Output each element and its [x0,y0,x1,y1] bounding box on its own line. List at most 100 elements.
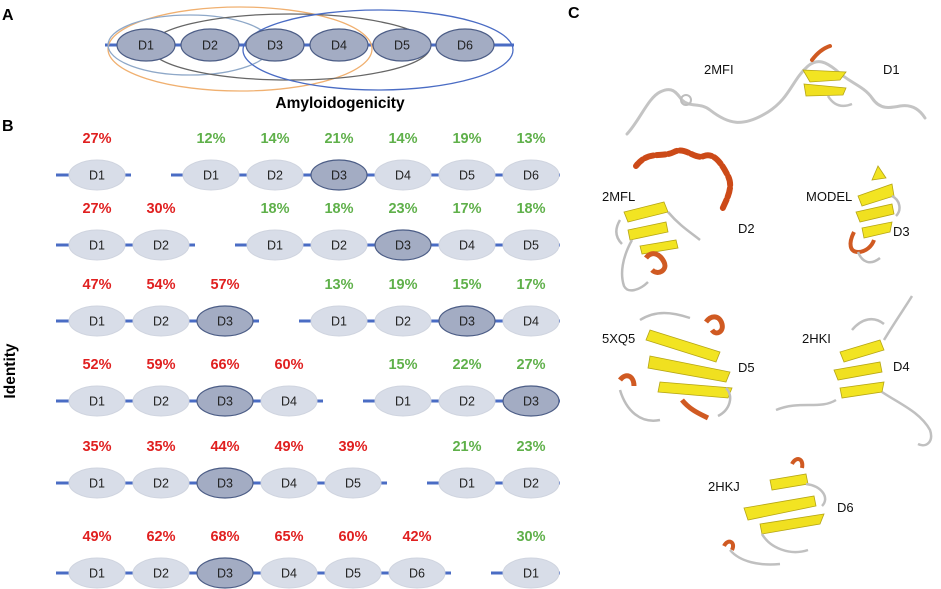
strand-2hki-1 [839,339,885,363]
domain-label: D4 [523,315,539,329]
domain-d4: D4 [374,159,432,191]
identity-value-high: 42% [402,529,431,545]
helix-5xq5-2 [618,373,637,387]
coil-2mfl [615,211,701,292]
coil-2hkj [729,482,827,566]
domain-d6: D6 [435,28,495,62]
identity-value-low: 17% [452,201,481,217]
domain-d1: D1 [310,305,368,337]
domain-oval [310,305,368,337]
structure-2hkj-d6: 2HKJ D6 [708,457,854,566]
domain-oval [438,385,496,417]
identity-value-high: 39% [338,439,367,455]
domain-oval [502,305,560,337]
structure-domain-d2: D2 [738,221,755,236]
loop-2mfi [680,94,692,106]
domain-oval [438,159,496,191]
domain-oval [324,557,382,589]
domain-d4: D4 [438,229,496,261]
domain-d3: D3 [502,385,560,417]
domain-oval [502,229,560,261]
domain-d2: D2 [374,305,432,337]
domain-oval [502,159,560,191]
domain-oval [309,28,369,62]
domain-label: D5 [394,39,410,53]
domain-label: D1 [89,315,105,329]
identity-value-high: 54% [146,277,175,293]
domain-d5: D5 [324,467,382,499]
identity-value-low: 18% [516,201,545,217]
domain-label: D3 [217,567,233,581]
helix-5xq5-3 [680,398,710,421]
identity-value-high: 66% [210,357,239,373]
domain-oval [68,557,126,589]
identity-value-high: 62% [146,529,175,545]
coil-5xq5 [618,311,732,422]
domain-oval [260,557,318,589]
helix-2mfl-2 [644,251,668,275]
identity-value-high: 52% [82,357,111,373]
domain-label: D4 [281,395,297,409]
strand-2hki-2 [833,361,883,381]
domain-label: D2 [331,239,347,253]
domain-oval [68,305,126,337]
domain-label: D1 [331,315,347,329]
identity-value-low: 19% [388,277,417,293]
domain-d4: D4 [260,385,318,417]
domain-d2: D2 [132,467,190,499]
strand-2mfl-2 [627,221,669,241]
domain-d1: D1 [182,159,240,191]
domain-d1: D1 [246,229,304,261]
domain-oval [438,305,496,337]
domain-d2: D2 [132,305,190,337]
domain-label: D1 [203,169,219,183]
domain-d6: D6 [388,557,446,589]
domain-d2: D2 [502,467,560,499]
domain-label: D2 [153,567,169,581]
domain-label: D5 [523,239,539,253]
domain-d2: D2 [310,229,368,261]
identity-value-low: 17% [516,277,545,293]
domain-label: D2 [202,39,218,53]
domain-oval [438,467,496,499]
domain-d3: D3 [310,159,368,191]
domain-d4: D4 [502,305,560,337]
coil-model [856,194,901,264]
domain-oval [68,159,126,191]
structure-label-5xq5: 5XQ5 [602,331,635,346]
domain-oval [132,557,190,589]
identity-value-high: 49% [82,529,111,545]
domain-d3: D3 [438,305,496,337]
identity-value-high: 65% [274,529,303,545]
domain-oval [374,159,432,191]
strand-model-3 [861,221,893,239]
coil-2mfi [625,60,927,136]
structure-label-2hkj: 2HKJ [708,479,740,494]
domain-d1: D1 [68,305,126,337]
domain-oval [68,229,126,261]
domain-label: D3 [267,39,283,53]
domain-label: D1 [459,477,475,491]
domain-label: D3 [217,477,233,491]
domain-d1: D1 [68,229,126,261]
structure-model-d3: MODEL D3 [806,165,910,264]
identity-value-low: 13% [516,131,545,147]
domain-oval [502,385,560,417]
domain-label: D1 [267,239,283,253]
identity-value-low: 21% [324,131,353,147]
coil-2hki [775,295,933,447]
strand-2hki-3 [839,381,885,399]
panel-b-letter: B [2,118,14,135]
panel-c: C 2MFI D1 2MFL D2 MODEL D3 [568,5,933,566]
domain-label: D3 [217,315,233,329]
domain-oval [372,28,432,62]
domain-d2: D2 [132,229,190,261]
domain-label: D6 [457,39,473,53]
domain-oval [260,467,318,499]
identity-value-high: 60% [338,529,367,545]
domain-oval [324,467,382,499]
